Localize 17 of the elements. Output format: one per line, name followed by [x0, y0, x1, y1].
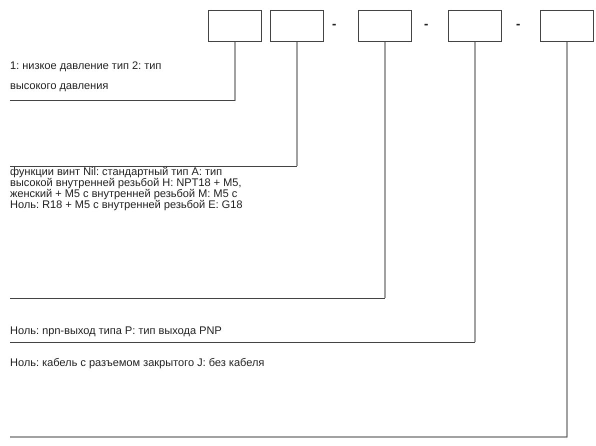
leader-line — [10, 42, 568, 438]
separator-dash: - — [332, 16, 336, 31]
leader-line — [234, 42, 236, 102]
option-description: Ноль: кабель с разъемом закрытого J: без кабеля — [10, 342, 475, 402]
separator-dash: - — [424, 16, 428, 31]
leader-line — [384, 42, 386, 298]
code-box — [208, 10, 262, 42]
code-box — [540, 10, 594, 42]
code-box — [358, 10, 412, 42]
leader-line — [296, 42, 298, 166]
code-box — [270, 10, 324, 42]
option-description: 1: низкое давление тип 2: тип высокого давления — [10, 52, 235, 101]
leader-line — [474, 42, 476, 342]
separator-dash: - — [516, 16, 520, 31]
option-description: функции винт Nil: стандартный тип A: тип высокой внутренней резьбой H: NPT18 + M5, женский + M5 с внутренней резьбой M: M5 с Ноль: R18 + M5 с внутренней резьбой E: G18 — [10, 166, 297, 236]
code-box — [448, 10, 502, 42]
option-description: Ноль: npn-выход типа P: тип выхода PNP — [10, 298, 385, 343]
